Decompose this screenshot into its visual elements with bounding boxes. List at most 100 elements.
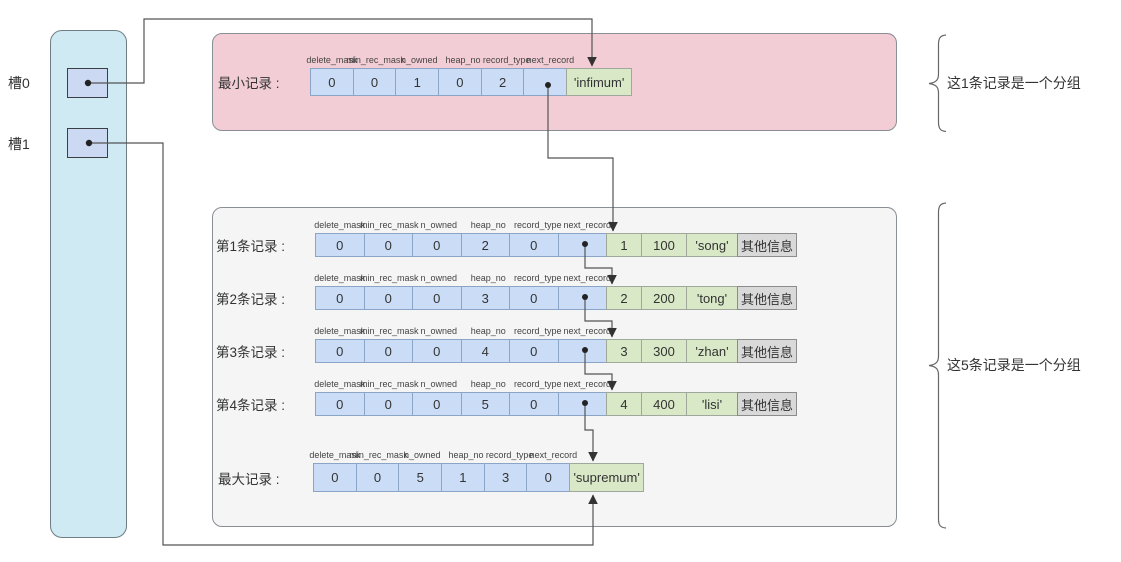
record-3-data-cell-3: 其他信息 — [737, 339, 797, 363]
record-3-label: 第3条记录 : — [216, 345, 286, 360]
record-2-data-cell-1: 200 — [641, 286, 687, 310]
group2-brace — [928, 202, 947, 529]
record-4-data-cell-2: 'lisi' — [686, 392, 738, 416]
record-4-field-label-record_type: record_type — [514, 379, 562, 389]
record-1-field-label-record_type: record_type — [514, 220, 562, 230]
record-4-field-label-n_owned: n_owned — [420, 379, 458, 389]
record-2-cell-delete_mask: 0 — [315, 286, 365, 310]
record-3-cell-min_rec_mask: 0 — [363, 339, 413, 363]
min-record-field-label-record_type: record_type — [482, 55, 531, 65]
record-3-cell-delete_mask: 0 — [315, 339, 365, 363]
record-4-field-label-min_rec_mask: min_rec_mask — [360, 379, 419, 389]
max-record-field-label-heap_no: heap_no — [448, 450, 484, 460]
record-1-field-label-next_record: next_record — [563, 220, 612, 230]
max-record-label: 最大记录 : — [218, 471, 280, 487]
max-record-cell-n_owned: 5 — [398, 463, 443, 492]
record-3-field-label-min_rec_mask: min_rec_mask — [360, 326, 419, 336]
record-3-cell-n_owned: 0 — [412, 339, 462, 363]
record-3-data-cell-0: 3 — [606, 339, 642, 363]
group1-brace — [928, 34, 947, 133]
min-record-field-label-n_owned: n_owned — [401, 55, 438, 65]
min-record-label: 最小记录 : — [218, 76, 280, 91]
record-2-field-label-min_rec_mask: min_rec_mask — [360, 273, 419, 283]
record-4-cell-min_rec_mask: 0 — [363, 392, 413, 416]
max-record-data-cell-0: 'supremum' — [569, 463, 645, 492]
min-record-cell-min_rec_mask: 0 — [352, 68, 397, 96]
record-3-data-cell-2: 'zhan' — [686, 339, 738, 363]
max-record-field-label-n_owned: n_owned — [404, 450, 441, 460]
record-1-field-label-heap_no: heap_no — [470, 220, 506, 230]
record-2-cell-heap_no: 3 — [460, 286, 510, 310]
record-2-field-label-delete_mask: delete_mask — [314, 273, 366, 283]
min-record-cell-heap_no: 0 — [438, 68, 482, 96]
records-group-annotation: 这5条记录是一个分组 — [947, 357, 1081, 373]
record-4-data-cell-1: 400 — [641, 392, 687, 416]
max-record-field-label-next_record: next_record — [529, 450, 578, 460]
record-3-field-label-heap_no: heap_no — [470, 326, 506, 336]
page-directory-box — [50, 30, 127, 538]
record-2-data-cell-2: 'tong' — [686, 286, 738, 310]
record-2-field-label-n_owned: n_owned — [420, 273, 458, 283]
record-2-data-cell-0: 2 — [606, 286, 642, 310]
record-3-data-cell-1: 300 — [641, 339, 687, 363]
slot1-label: 槽1 — [8, 136, 30, 152]
max-record-field-label-record_type: record_type — [485, 450, 534, 460]
record-4-cell-record_type: 0 — [509, 392, 559, 416]
record-1-data-cell-2: 'song' — [686, 233, 738, 257]
record-3-field-label-delete_mask: delete_mask — [314, 326, 366, 336]
record-4-field-label-next_record: next_record — [563, 379, 612, 389]
slot1-box — [67, 128, 108, 158]
record-1-field-label-delete_mask: delete_mask — [314, 220, 366, 230]
record-4-cell-next_record — [557, 392, 607, 416]
record-1-data-cell-3: 其他信息 — [737, 233, 797, 257]
max-record-cell-next_record: 0 — [526, 463, 571, 492]
record-1-cell-delete_mask: 0 — [315, 233, 365, 257]
min-record-field-label-min_rec_mask: min_rec_mask — [346, 55, 405, 65]
record-3-cell-record_type: 0 — [509, 339, 559, 363]
slot0-box — [67, 68, 108, 98]
record-1-field-label-n_owned: n_owned — [420, 220, 458, 230]
record-4-cell-n_owned: 0 — [412, 392, 462, 416]
min-record-field-label-next_record: next_record — [526, 55, 575, 65]
record-1-data-cell-1: 100 — [641, 233, 687, 257]
record-2-cell-n_owned: 0 — [412, 286, 462, 310]
max-record-cell-heap_no: 1 — [441, 463, 485, 492]
slot0-label: 槽0 — [8, 75, 30, 91]
min-record-cell-n_owned: 1 — [395, 68, 440, 96]
record-1-cell-n_owned: 0 — [412, 233, 462, 257]
min-record-cell-next_record — [523, 68, 568, 96]
record-4-field-label-delete_mask: delete_mask — [314, 379, 366, 389]
record-4-cell-heap_no: 5 — [460, 392, 510, 416]
record-4-cell-delete_mask: 0 — [315, 392, 365, 416]
infimum-group-annotation: 这1条记录是一个分组 — [947, 75, 1081, 91]
record-1-cell-next_record — [557, 233, 607, 257]
record-1-data-cell-0: 1 — [606, 233, 642, 257]
record-3-field-label-record_type: record_type — [514, 326, 562, 336]
min-record-cell-delete_mask: 0 — [310, 68, 354, 96]
record-2-field-label-next_record: next_record — [563, 273, 612, 283]
record-2-cell-record_type: 0 — [509, 286, 559, 310]
record-3-field-label-n_owned: n_owned — [420, 326, 458, 336]
record-4-label: 第4条记录 : — [216, 398, 286, 413]
record-4-field-label-heap_no: heap_no — [470, 379, 506, 389]
max-record-cell-record_type: 3 — [483, 463, 528, 492]
record-1-cell-heap_no: 2 — [460, 233, 510, 257]
record-3-field-label-next_record: next_record — [563, 326, 612, 336]
record-2-field-label-heap_no: heap_no — [470, 273, 506, 283]
record-1-field-label-min_rec_mask: min_rec_mask — [360, 220, 419, 230]
max-record-cell-min_rec_mask: 0 — [355, 463, 400, 492]
min-record-field-label-heap_no: heap_no — [445, 55, 481, 65]
record-3-cell-next_record — [557, 339, 607, 363]
record-2-cell-next_record — [557, 286, 607, 310]
record-3-cell-heap_no: 4 — [460, 339, 510, 363]
max-record-cell-delete_mask: 0 — [313, 463, 357, 492]
record-2-field-label-record_type: record_type — [514, 273, 562, 283]
min-record-cell-record_type: 2 — [480, 68, 525, 96]
record-1-cell-record_type: 0 — [509, 233, 559, 257]
